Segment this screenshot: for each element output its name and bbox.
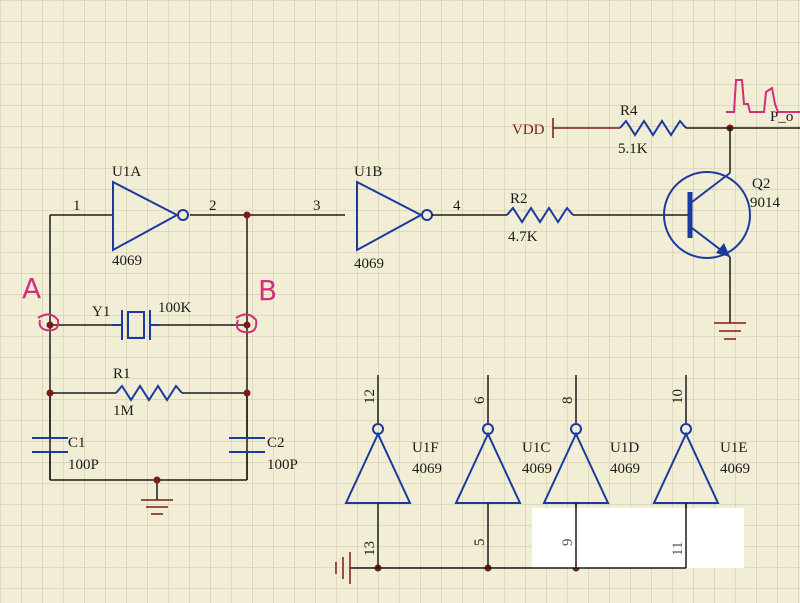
resistor-r2-value: 4.7K: [508, 229, 538, 245]
inverter-u1f: [344, 375, 412, 568]
u1d-pin-out: 8: [560, 397, 576, 405]
u1a-ref: U1A: [112, 164, 141, 180]
ground-symbol-bus: [335, 552, 351, 584]
u1a-pin-in: 1: [73, 198, 81, 214]
resistor-r4-ref: R4: [620, 103, 638, 119]
u1b-part: 4069: [354, 256, 384, 272]
crystal-y1: [112, 310, 159, 340]
capacitor-c1: [32, 437, 68, 453]
u1e-pin-in: 11: [670, 542, 686, 556]
capacitor-c2: [229, 437, 265, 453]
resistor-r4-value: 5.1K: [618, 141, 648, 157]
capacitor-c1-ref: C1: [68, 435, 86, 451]
resistor-r4: [619, 119, 687, 137]
resistor-r2: [506, 206, 574, 224]
u1d-part: 4069: [610, 461, 640, 477]
u1d-pin-in: 9: [560, 539, 576, 547]
inverter-u1a: [112, 180, 189, 252]
transistor-q2-part: 9014: [750, 195, 781, 211]
transistor-q2: [663, 171, 751, 259]
u1c-pin-out: 6: [472, 396, 488, 404]
output-net-label: P_o: [770, 109, 793, 125]
u1e-part: 4069: [720, 461, 750, 477]
oscillator-wires: [49, 214, 345, 500]
junction-dots: [46, 124, 734, 572]
resistor-r1-ref: R1: [113, 366, 131, 382]
output-waveform: [726, 79, 800, 113]
u1f-pin-in: 13: [362, 541, 378, 556]
transistor-q2-ref: Q2: [752, 176, 770, 192]
u1a-part: 4069: [112, 253, 142, 269]
u1e-ref: U1E: [720, 440, 748, 456]
resistor-r2-ref: R2: [510, 191, 528, 207]
blank-patch: [532, 508, 744, 568]
vdd-label: VDD: [512, 122, 545, 138]
crystal-y1-ref: Y1: [92, 304, 110, 320]
ground-symbol-transistor: [714, 322, 746, 340]
u1a-pin-out: 2: [209, 198, 217, 214]
annotation-b: B: [258, 274, 277, 307]
u1b-pin-in: 3: [313, 198, 321, 214]
annotation-marks: [37, 313, 258, 334]
resistor-r1-value: 1M: [113, 403, 134, 419]
u1c-ref: U1C: [522, 440, 550, 456]
u1f-ref: U1F: [412, 440, 439, 456]
crystal-y1-value: 100K: [158, 300, 192, 316]
capacitor-c1-value: 100P: [68, 457, 99, 473]
vdd-symbol: [552, 118, 620, 138]
resistor-r1: [115, 384, 183, 402]
u1f-pin-out: 12: [362, 389, 378, 404]
u1b-pin-out: 4: [453, 198, 461, 214]
capacitor-c2-ref: C2: [267, 435, 285, 451]
u1c-part: 4069: [522, 461, 552, 477]
ground-symbol-oscillator: [141, 499, 173, 515]
u1d-ref: U1D: [610, 440, 639, 456]
u1e-pin-out: 10: [670, 389, 686, 404]
capacitor-c2-value: 100P: [267, 457, 298, 473]
u1b-ref: U1B: [354, 164, 382, 180]
annotation-a: A: [22, 272, 41, 305]
inverter-u1c: [454, 375, 522, 568]
u1c-pin-in: 5: [472, 539, 488, 547]
u1f-part: 4069: [412, 461, 442, 477]
